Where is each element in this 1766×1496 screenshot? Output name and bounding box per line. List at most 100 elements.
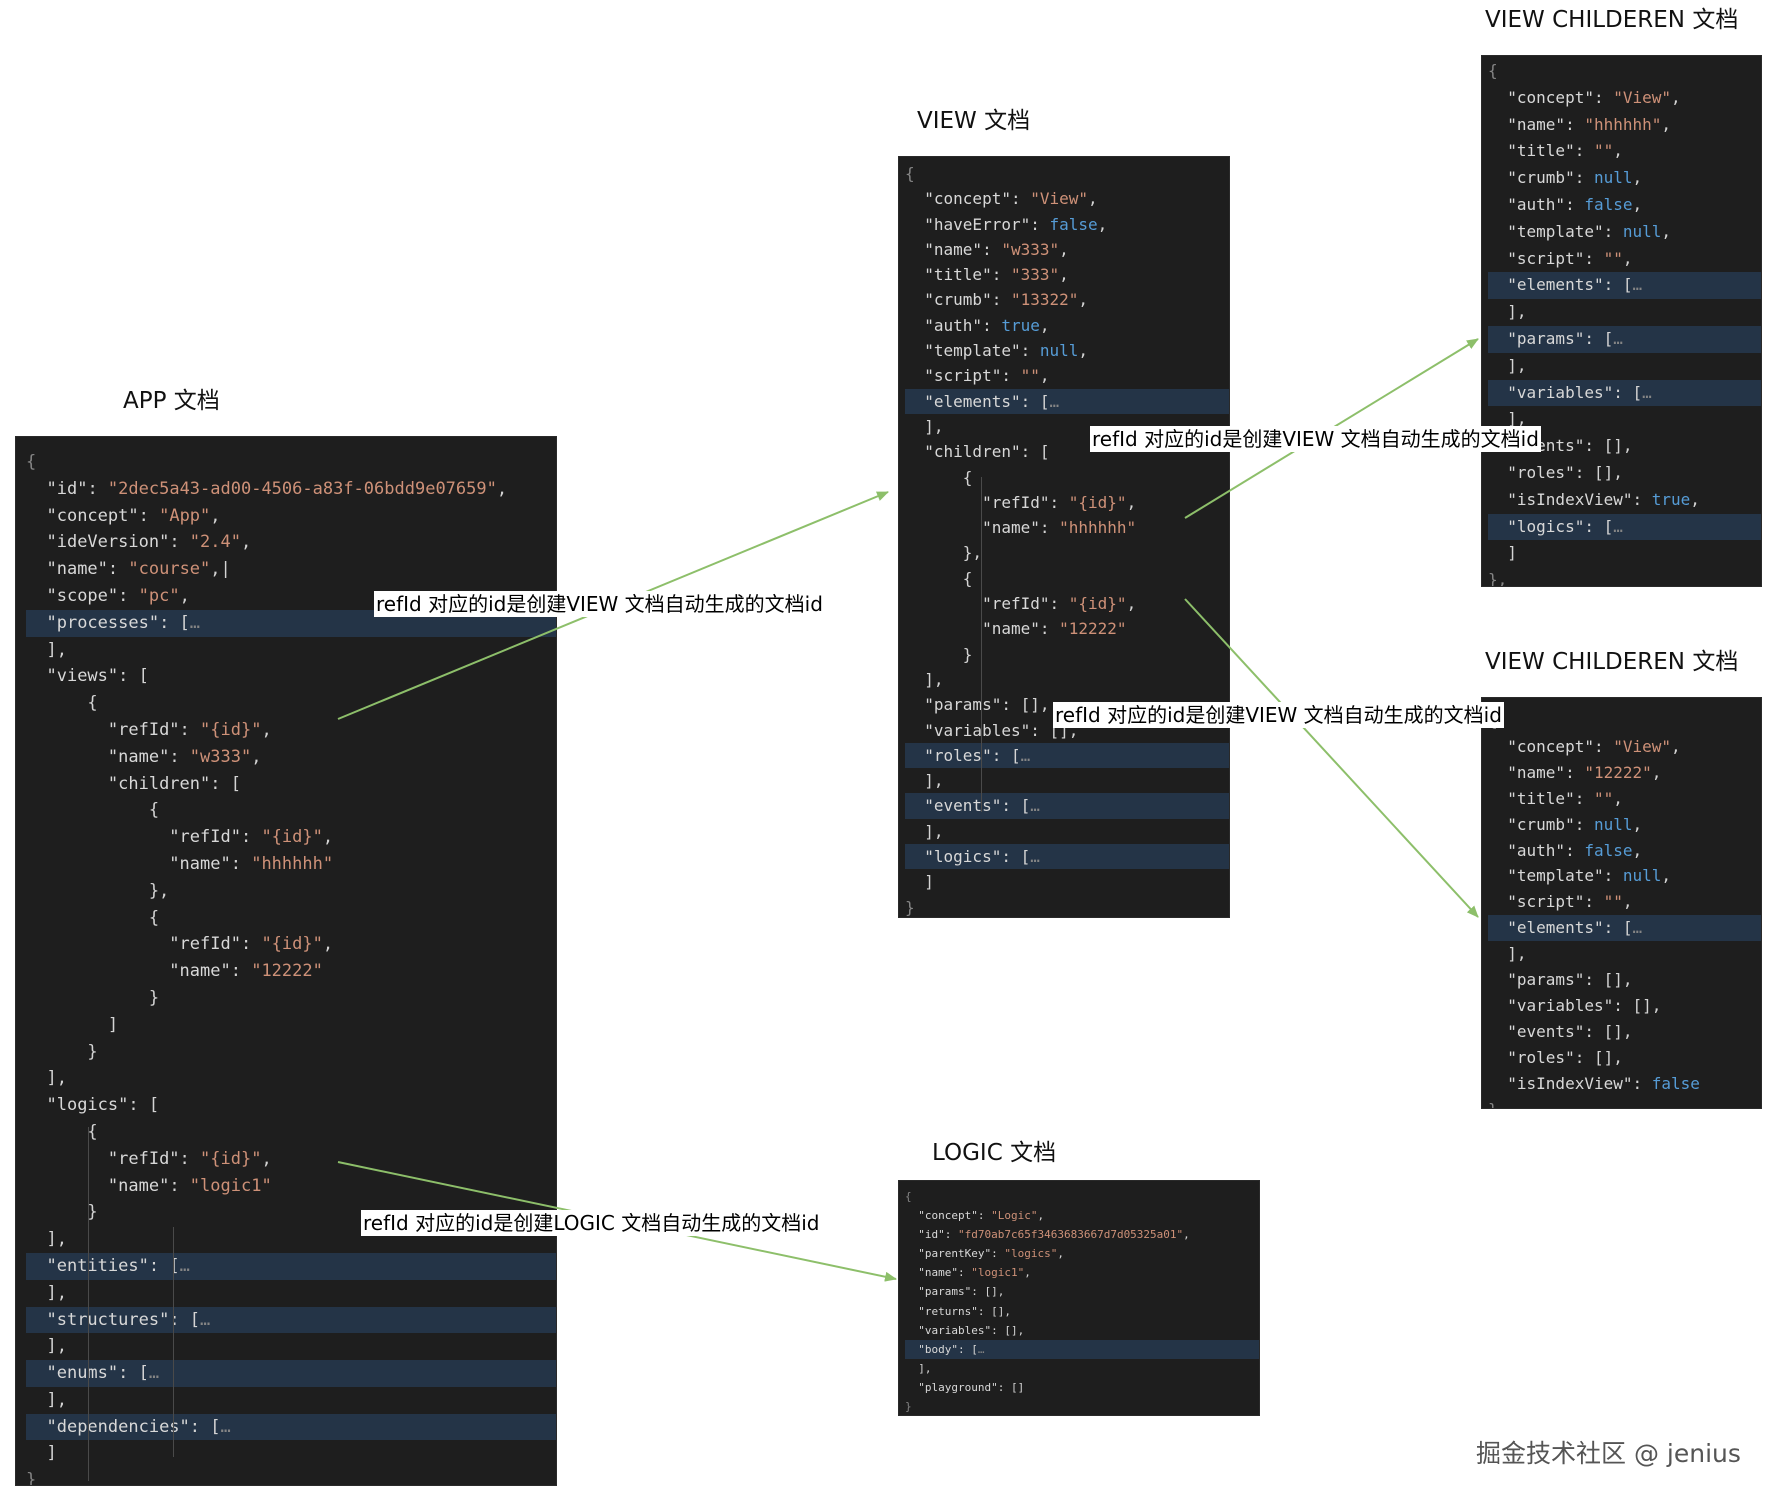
code-token: : [ — [118, 1363, 149, 1384]
code-token: } — [1488, 1100, 1498, 1108]
code-token: "2dec5a43-ad00-4506-a83f-06bdd9e07659" — [107, 478, 497, 499]
code-token — [1488, 789, 1507, 808]
code-token: "logic1" — [189, 1175, 272, 1196]
code-token: "script" — [1507, 248, 1585, 268]
code-token: … — [148, 1363, 160, 1384]
code-line: "template": null, — [1488, 219, 1761, 246]
code-token: "script" — [924, 366, 1002, 386]
code-line: "crumb": "13322", — [905, 287, 1229, 312]
code-line: "body": [… — [905, 1339, 1259, 1359]
code-token: : — [1574, 168, 1594, 188]
code-token: ] — [905, 872, 934, 892]
code-token: , — [1097, 214, 1108, 234]
code-token — [905, 594, 982, 613]
label-view-to-child2: refId 对应的id是创建VIEW 文档自动生成的文档id — [1053, 702, 1504, 728]
label-app-to-view: refId 对应的id是创建VIEW 文档自动生成的文档id — [374, 591, 825, 617]
code-token: "refId" — [982, 594, 1050, 614]
code-token: : — [1584, 248, 1604, 268]
code-token — [905, 189, 924, 208]
code-token — [26, 854, 169, 874]
code-token: … — [1613, 516, 1623, 536]
code-token: "script" — [1507, 892, 1585, 912]
code-token: "variables" — [1507, 382, 1614, 402]
code-line: ], — [26, 1387, 556, 1414]
code-line: "name": "hhhhhh" — [905, 515, 1229, 540]
code-line: ] — [905, 869, 1229, 894]
code-line: ], — [905, 768, 1229, 793]
code-token: , — [1622, 892, 1633, 912]
code-token: : — [230, 961, 252, 982]
code-token: : [ — [958, 1342, 978, 1356]
code-token — [26, 747, 108, 767]
code-token: ], — [26, 639, 67, 660]
code-token — [26, 532, 46, 552]
code-line: } — [905, 895, 1229, 917]
code-token: : — [138, 505, 160, 526]
app-doc-title: APP 文档 — [123, 388, 220, 414]
code-line: "script": "", — [1488, 246, 1761, 273]
code-line: "name": "hhhhhh", — [1488, 112, 1761, 139]
code-token: "ideVersion" — [46, 532, 170, 553]
code-token: "entities" — [46, 1255, 149, 1276]
code-line: { — [26, 1119, 556, 1146]
code-token: : [ — [210, 773, 241, 794]
code-token — [905, 1381, 918, 1394]
code-line: ] — [26, 1440, 556, 1467]
code-line: "concept": "View", — [1488, 85, 1761, 112]
code-line: "crumb": null, — [1488, 165, 1761, 192]
code-token: "processes" — [46, 612, 160, 633]
code-line: "roles": [], — [1488, 1045, 1761, 1071]
code-token: : [], — [977, 1304, 1011, 1318]
code-token: "name" — [1507, 762, 1566, 782]
code-line: { — [26, 449, 556, 476]
code-token: "" — [1603, 248, 1623, 268]
code-token: "haveError" — [924, 214, 1031, 234]
code-token: ], — [26, 1282, 67, 1303]
code-token: : — [1593, 736, 1614, 756]
code-token: "View" — [1613, 736, 1672, 756]
code-token: : — [991, 290, 1011, 310]
code-line: "scope": "pc", — [26, 583, 556, 610]
code-line: { — [905, 566, 1229, 591]
code-token: "template" — [1507, 866, 1604, 886]
code-token — [905, 746, 924, 765]
code-line: ], — [1488, 406, 1761, 433]
code-token — [905, 316, 924, 335]
code-token: : — [1565, 114, 1585, 134]
code-token: "333" — [1010, 265, 1060, 285]
code-token: "events" — [1507, 1021, 1585, 1041]
code-token: "isIndexView" — [1507, 1073, 1633, 1093]
code-line: "events": [], — [1488, 1019, 1761, 1045]
code-token: , — [1078, 290, 1089, 310]
code-token: "variables" — [918, 1323, 992, 1337]
code-token — [26, 666, 46, 686]
code-token — [1488, 195, 1507, 214]
code-token: "name" — [1507, 114, 1566, 134]
code-line: "haveError": false, — [905, 212, 1229, 237]
code-token: : — [991, 265, 1011, 285]
code-token — [905, 290, 924, 309]
code-token — [905, 341, 924, 360]
code-token: ], — [26, 1068, 67, 1089]
code-token: "{id}" — [1068, 492, 1127, 512]
code-token: , — [1661, 114, 1672, 134]
code-token — [26, 934, 169, 954]
code-token: , — [179, 585, 190, 606]
code-token: : — [87, 478, 108, 499]
label-app-to-logic: refId 对应的id是创建LOGIC 文档自动生成的文档id — [361, 1210, 822, 1236]
code-token: true — [1001, 315, 1040, 335]
code-token: , — [1126, 594, 1137, 614]
code-line: { — [905, 161, 1229, 186]
code-token: … — [977, 1342, 985, 1356]
code-token: "" — [1020, 366, 1040, 386]
code-token: : [ — [1603, 918, 1633, 938]
code-token: "2.4" — [189, 532, 241, 553]
code-token: "auth" — [924, 315, 983, 335]
code-token: … — [220, 1416, 231, 1437]
code-line: "variables": [… — [1488, 379, 1761, 407]
view-children-1-code: { "concept": "View", "name": "hhhhhh", "… — [1482, 58, 1761, 586]
code-line: "roles": [… — [905, 742, 1229, 769]
view-children-doc-title-2: VIEW CHILDEREN 文档 — [1485, 649, 1739, 675]
code-token — [26, 479, 46, 499]
view-doc-title: VIEW 文档 — [917, 108, 1031, 134]
